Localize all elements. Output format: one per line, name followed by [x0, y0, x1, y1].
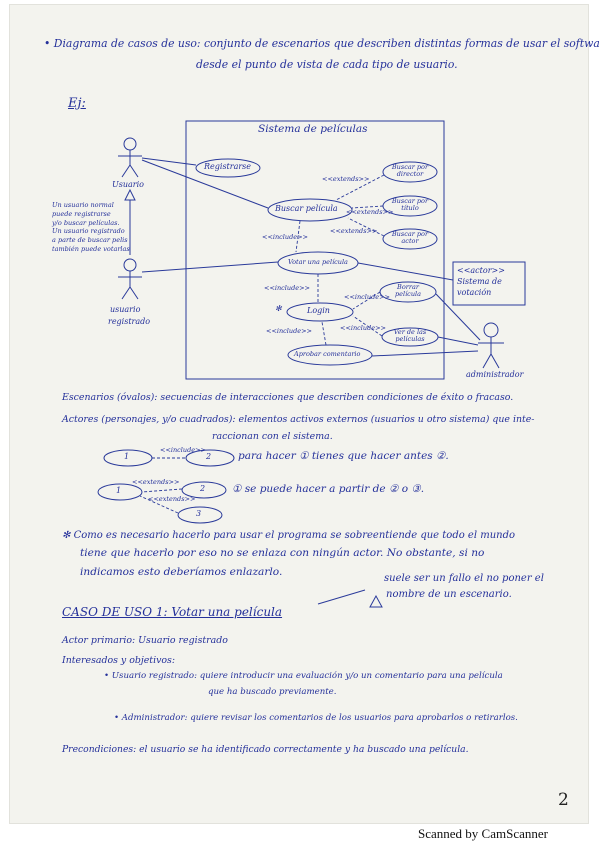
case-preconditions: Precondiciones: el usuario se ha identif… — [62, 744, 469, 755]
actor-administrador-figure — [478, 322, 504, 369]
def-include: para hacer ① tienes que hacer antes ②. — [238, 450, 449, 462]
login-star: ✻ — [275, 304, 282, 313]
oval-num-3b: 3 — [196, 509, 202, 518]
uc-label-ver-votos: Ver de las películas — [393, 328, 427, 344]
uc-buscar-pelicula — [267, 198, 353, 222]
warning-triangle — [369, 594, 383, 608]
oval-num-1b: 1 — [116, 486, 122, 495]
rel-include-4: <<include>> — [340, 324, 386, 332]
external-system-box — [452, 261, 526, 306]
case-stakeholders: Interesados y objetivos: — [62, 655, 175, 666]
external-system-label: <<actor>> Sistema de votación — [457, 266, 505, 297]
rel-include-2: <<include>> — [264, 284, 310, 292]
note-star: ✻ — [62, 530, 74, 541]
case-title: CASO DE USO 1: Votar una película — [62, 605, 283, 619]
page-number: 2 — [558, 790, 569, 810]
rel-include-3: <<include>> — [344, 293, 390, 301]
example-oval-2a — [185, 449, 235, 467]
warning-line-2: nombre de un escenario. — [386, 589, 512, 600]
rel-extends-ex-2: <<extends>> — [148, 495, 196, 503]
example-label: Ej: — [68, 96, 86, 111]
uc-label-actor: Buscar por actor — [391, 230, 429, 246]
example-oval-2b — [181, 481, 227, 499]
warning-line-1: suele ser un fallo el no poner el — [384, 573, 544, 584]
rel-include-ex: <<include>> — [160, 446, 206, 454]
case-bullet-1b: que ha buscado previamente. — [208, 687, 337, 697]
oval-num-2b: 2 — [200, 484, 206, 493]
uc-label-borrar: Borrar película — [395, 283, 421, 299]
actor-label-registrado-1: usuario — [110, 305, 141, 314]
rel-extends-ex-1: <<extends>> — [132, 478, 180, 486]
actor-usuario-registrado-figure — [118, 258, 142, 300]
uc-login — [286, 302, 354, 322]
actor-note: Un usuario normal puede registrarse y/o … — [52, 201, 130, 253]
uc-label-registrarse: Registrarse — [204, 162, 252, 171]
uc-buscar-director — [382, 161, 438, 183]
rel-extends-2: <<extends>> — [346, 208, 394, 216]
case-bullet-2: • Administrador: quiere revisar los come… — [114, 713, 518, 723]
uc-label-aprobar: Aprobar comentario — [294, 350, 361, 358]
case-primary-actor: Actor primario: Usuario registrado — [62, 635, 228, 646]
oval-num-1a: 1 — [124, 452, 130, 461]
actor-label-admin: administrador — [466, 370, 524, 379]
system-boundary — [185, 120, 445, 380]
header-line-2: desde el punto de vista de cada tipo de … — [196, 58, 458, 71]
system-title: Sistema de películas — [258, 123, 368, 135]
actor-label-registrado-2: registrado — [108, 317, 151, 326]
actor-usuario-figure — [118, 137, 142, 178]
rel-extends-1: <<extends>> — [322, 175, 370, 183]
def-escenarios: Escenarios (óvalos): secuencias de inter… — [62, 392, 514, 403]
uc-label-login: Login — [307, 306, 330, 315]
uc-buscar-actor — [382, 228, 438, 250]
uc-label-director: Buscar por director — [391, 163, 429, 179]
uc-label-buscar: Buscar película — [275, 204, 338, 213]
uc-aprobar — [287, 344, 373, 366]
uc-registrarse — [195, 158, 261, 178]
note-line-1: ✻ Como es necesario hacerlo para usar el… — [62, 530, 516, 541]
example-oval-3b — [177, 506, 223, 524]
note-line-2: tiene que hacerlo por eso no se enlaza c… — [80, 547, 485, 559]
header-line-1: • Diagrama de casos de uso: conjunto de … — [44, 37, 599, 50]
def-actores-1: Actores (personajes, y/o cuadrados): ele… — [62, 414, 535, 425]
uc-label-titulo: Buscar por título — [391, 197, 429, 213]
def-extend: ① se puede hacer a partir de ② o ③. — [232, 483, 425, 495]
oval-num-2a: 2 — [206, 452, 212, 461]
note-line-3: indicamos esto deberíamos enlazarlo. — [80, 566, 283, 578]
case-bullet-1a: • Usuario registrado: quiere introducir … — [104, 671, 503, 681]
scanned-page — [9, 4, 589, 824]
camscanner-footer: Scanned by CamScanner — [418, 826, 548, 841]
actor-label-usuario: Usuario — [112, 180, 144, 189]
def-actores-2: raccionan con el sistema. — [212, 431, 333, 442]
uc-label-votar: Votar una película — [288, 258, 348, 266]
rel-include-5: <<include>> — [266, 327, 312, 335]
rel-extends-3: <<extends>> — [330, 227, 378, 235]
rel-include-1: <<include>> — [262, 233, 308, 241]
